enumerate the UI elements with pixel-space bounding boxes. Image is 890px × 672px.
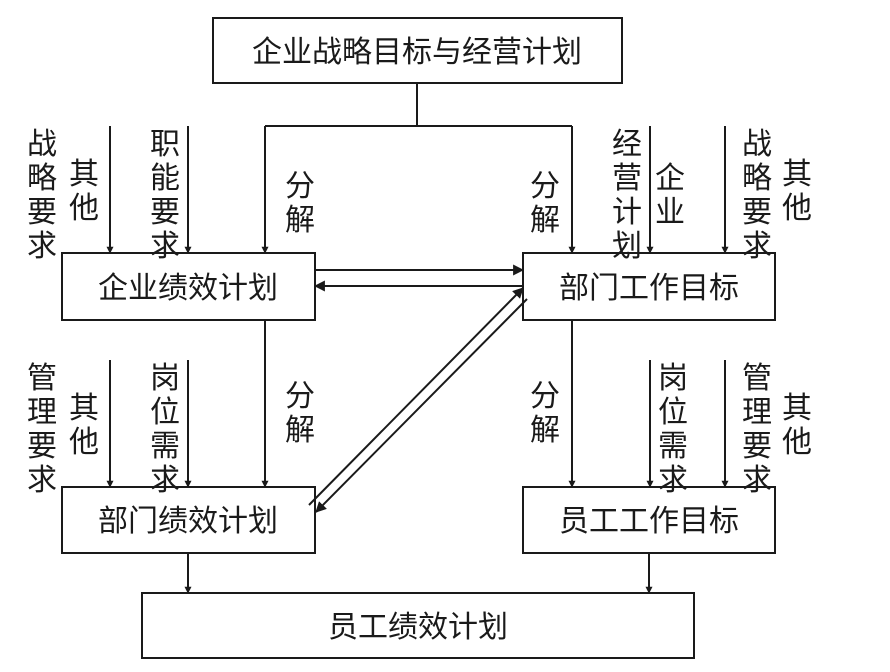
label-other-top-right: 其他 [782, 157, 812, 226]
label-management-req-right: 管理要求 [742, 361, 772, 498]
label-function-req: 职能要求 [150, 127, 180, 264]
label-business-plan: 经营计划 [612, 127, 642, 264]
label-decompose-bottom-right: 分解 [530, 379, 560, 448]
box-top: 企业战略目标与经营计划 [212, 17, 623, 84]
box-department-plan-label: 部门绩效计划 [98, 504, 278, 539]
label-decompose-top-right: 分解 [530, 169, 560, 238]
box-department-goal-label: 部门工作目标 [559, 271, 739, 306]
box-department-goal: 部门工作目标 [522, 252, 776, 321]
label-other-bottom-right: 其他 [782, 391, 812, 460]
label-decompose-bottom-left: 分解 [285, 379, 315, 448]
label-decompose-top-left: 分解 [285, 169, 315, 238]
box-department-plan: 部门绩效计划 [61, 486, 316, 554]
box-enterprise-plan: 企业绩效计划 [61, 252, 316, 321]
label-management-req-left: 管理要求 [27, 361, 57, 498]
arrow-department-plan-to-department-goal [308, 287, 524, 506]
label-other-top-left: 其他 [69, 157, 99, 226]
label-enterprise: 企业 [655, 161, 685, 230]
box-top-label: 企业战略目标与经营计划 [252, 35, 582, 70]
label-position-req-left: 岗位需求 [150, 361, 180, 498]
arrow-department-goal-to-department-plan [315, 298, 528, 513]
box-employee-goal-label: 员工工作目标 [559, 504, 739, 539]
box-employee-plan-label: 员工绩效计划 [328, 610, 508, 645]
top-connector [265, 83, 572, 127]
box-employee-plan: 员工绩效计划 [141, 592, 695, 659]
label-other-bottom-left: 其他 [69, 391, 99, 460]
label-position-req-right: 岗位需求 [658, 361, 688, 498]
box-enterprise-plan-label: 企业绩效计划 [98, 271, 278, 306]
box-employee-goal: 员工工作目标 [522, 486, 776, 554]
label-strategy-req-left: 战略要求 [27, 127, 57, 264]
label-strategy-req-right: 战略要求 [742, 127, 772, 264]
